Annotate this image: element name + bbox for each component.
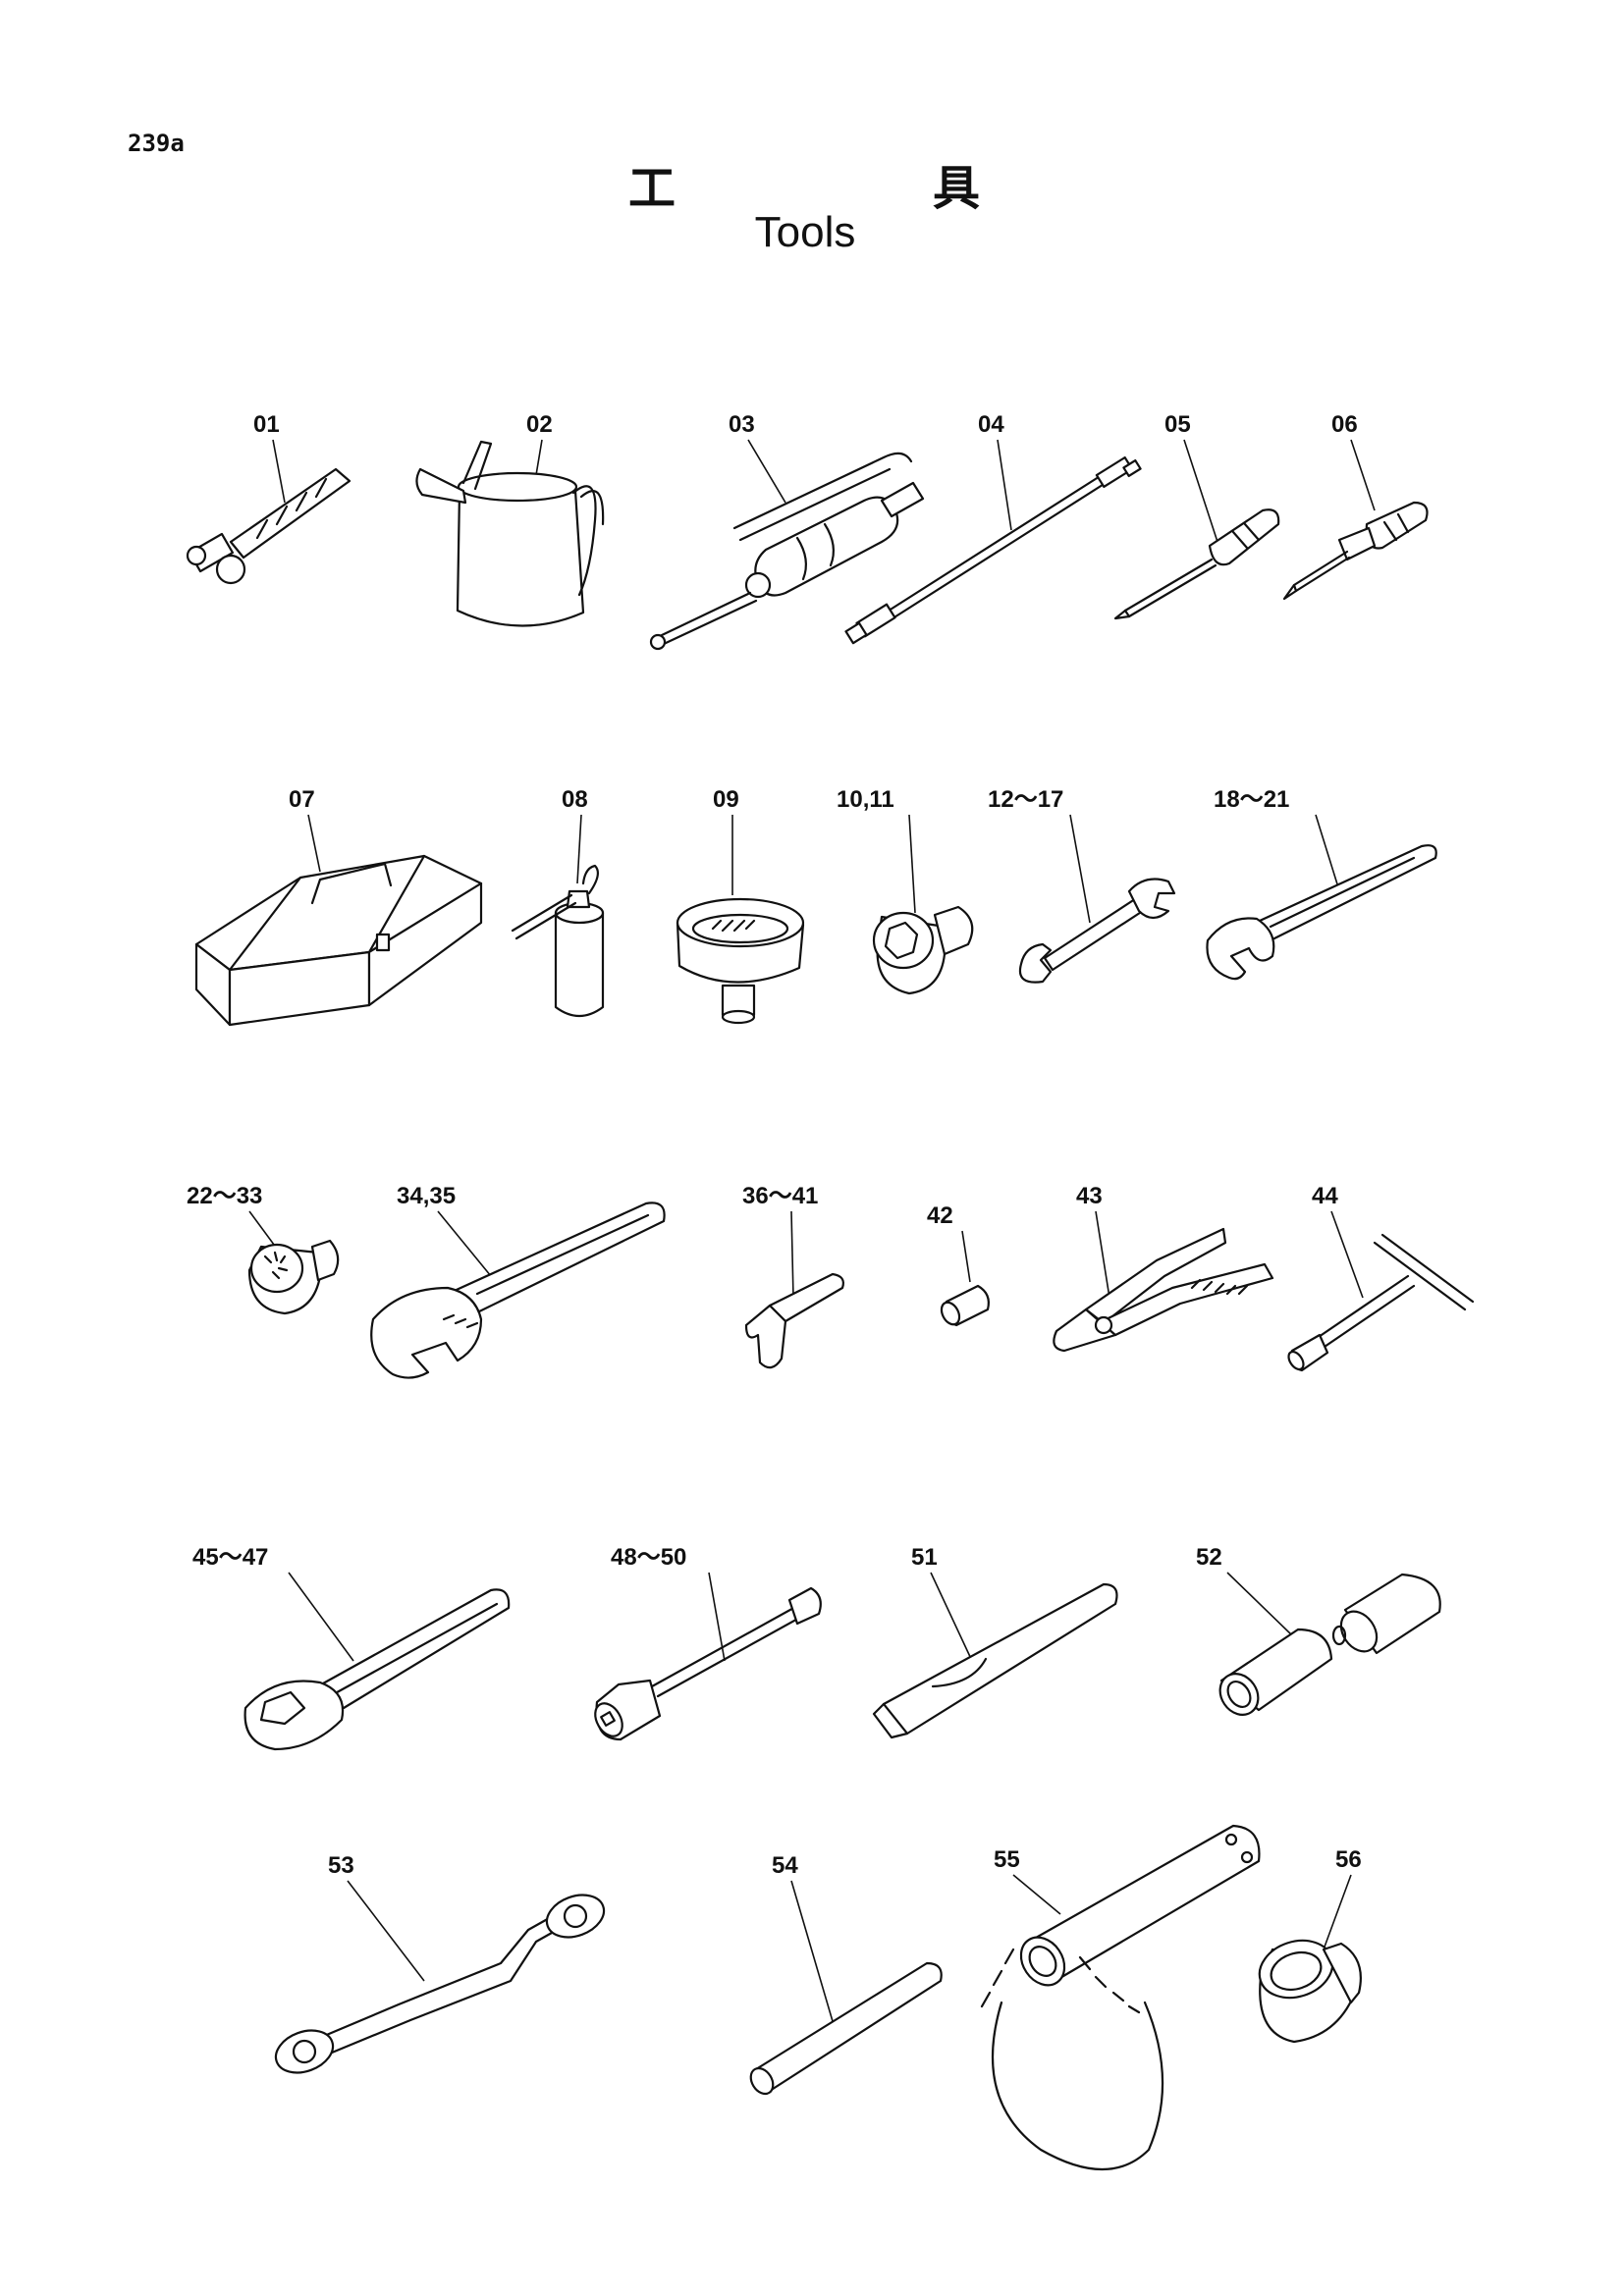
part-03-grease-gun[interactable]: 03 (649, 411, 925, 651)
part-01-hammer[interactable]: 01 (186, 411, 352, 585)
part-label: 10,11 (837, 786, 894, 813)
part-34-35-adjustable-wrench[interactable]: 34,35 (370, 1183, 666, 1379)
part-43-pliers[interactable]: 43 (1053, 1183, 1274, 1353)
part-54-tommy-bar[interactable]: 54 (746, 1852, 943, 2098)
part-label: 42 (927, 1202, 953, 1229)
part-53-ring-spanner[interactable]: 53 (270, 1852, 610, 2080)
part-label: 07 (289, 786, 315, 813)
part-36-41-hex-key[interactable]: 36～41 (742, 1183, 844, 1369)
part-label: 48～50 (611, 1544, 686, 1571)
part-label: 06 (1331, 411, 1358, 438)
part-label: 53 (328, 1852, 354, 1879)
part-42-bit[interactable]: 42 (927, 1202, 990, 1327)
part-label: 51 (911, 1544, 938, 1571)
part-52-socket-tubes[interactable]: 52 (1196, 1544, 1441, 1722)
part-label: 01 (253, 411, 280, 438)
part-label: 52 (1196, 1544, 1222, 1571)
page-title-japanese: 工 具 (628, 149, 982, 218)
part-label: 08 (562, 786, 588, 813)
part-label: 22～33 (187, 1183, 262, 1209)
part-48-50-extension-bar[interactable]: 48～50 (590, 1544, 822, 1741)
part-08-oil-can[interactable]: 08 (511, 786, 605, 1018)
part-22-33-socket[interactable]: 22～33 (187, 1183, 340, 1315)
part-10-11-socket[interactable]: 10,11 (837, 786, 974, 995)
part-18-21-spanner[interactable]: 18～21 (1206, 786, 1437, 981)
part-06-screwdriver[interactable]: 06 (1282, 411, 1429, 601)
title-jp-first-char: 工 (628, 161, 678, 216)
part-56-filter-socket[interactable]: 56 (1252, 1846, 1362, 2044)
part-label: 54 (772, 1852, 798, 1879)
part-05-screwdriver[interactable]: 05 (1113, 411, 1280, 620)
part-label: 43 (1076, 1183, 1103, 1209)
part-09-filter-funnel[interactable]: 09 (676, 786, 805, 1025)
part-label: 05 (1164, 411, 1191, 438)
part-label: 44 (1312, 1183, 1338, 1209)
part-label: 55 (994, 1846, 1020, 1873)
part-55-filter-wrench[interactable]: 55 (980, 1824, 1261, 2171)
part-04-extension-bar[interactable]: 04 (844, 411, 1142, 645)
part-07-toolbox[interactable]: 07 (194, 786, 483, 1027)
part-label: 02 (526, 411, 553, 438)
title-jp-second-char: 具 (932, 161, 982, 216)
part-label: 04 (978, 411, 1004, 438)
part-label: 34,35 (397, 1183, 456, 1209)
part-12-17-double-spanner[interactable]: 12～17 (988, 786, 1176, 984)
part-label: 56 (1335, 1846, 1362, 1873)
part-label: 36～41 (742, 1183, 818, 1209)
part-label: 09 (713, 786, 739, 813)
part-label: 12～17 (988, 786, 1063, 813)
page-number: 239a (128, 130, 185, 157)
part-02-oil-jug[interactable]: 02 (415, 411, 605, 627)
part-45-47-ratchet-handle[interactable]: 45～47 (192, 1544, 511, 1751)
part-51-bar[interactable]: 51 (872, 1544, 1118, 1739)
part-44-t-handle-wrench[interactable]: 44 (1285, 1183, 1475, 1372)
part-label: 45～47 (192, 1544, 268, 1571)
page-title: Tools (754, 208, 856, 256)
part-label: 18～21 (1214, 786, 1289, 813)
part-label: 03 (729, 411, 755, 438)
